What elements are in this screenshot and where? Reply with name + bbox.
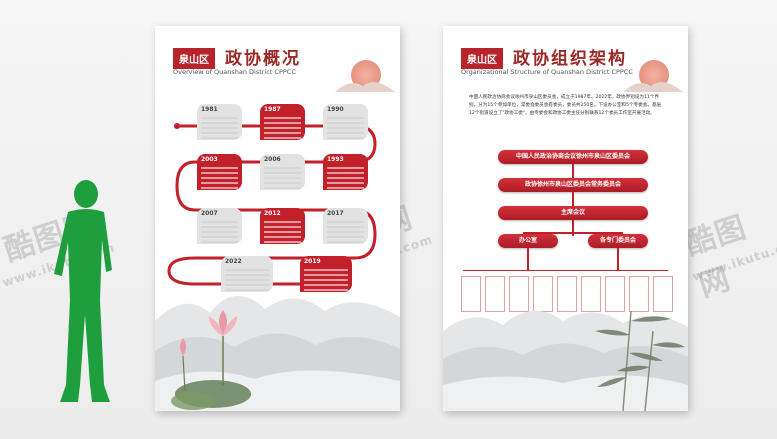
person-silhouette (54, 180, 112, 402)
org-node-committee: 中国人民政治协商会议徐州市泉山区委员会 (498, 150, 648, 164)
org-connector (523, 232, 623, 234)
timeline-card: 2019 (300, 256, 352, 292)
district-tag: 泉山区 (173, 48, 215, 69)
timeline-card: 2007 (197, 208, 242, 244)
org-node-standing-committee: 政协徐州市泉山区委员会常务委员会 (498, 178, 648, 192)
org-sub-box (581, 276, 601, 312)
org-structure-poster: 泉山区 政协组织架构 Organizational Structure of Q… (443, 26, 688, 411)
poster-title: 政协组织架构 (513, 49, 627, 69)
org-sub-box (485, 276, 505, 312)
org-node-special-committees: 各专门委员会 (588, 234, 648, 248)
org-sub-box (557, 276, 577, 312)
timeline-card: 1981 (197, 104, 242, 140)
org-connector (572, 164, 574, 180)
overview-poster: 泉山区 政协概况 Overview of Quanshan District C… (155, 26, 400, 411)
org-connector (572, 220, 574, 236)
timeline-card: 2022 (221, 256, 273, 292)
poster-subtitle: Organizational Structure of Quanshan Dis… (461, 68, 633, 76)
timeline-card: 2017 (323, 208, 368, 244)
org-connector (617, 248, 619, 270)
org-connector (527, 248, 529, 270)
timeline-card: 1987 (260, 104, 305, 140)
org-node-office: 办公室 (498, 234, 558, 248)
poster-subtitle: Overview of Quanshan District CPPCC (173, 68, 296, 76)
timeline-card: 2006 (260, 154, 305, 190)
district-tag: 泉山区 (461, 48, 503, 69)
intro-paragraph: 中国人民政治协商会议徐州市泉山区委员会，成立于1987年。2022年，政协界别设… (469, 95, 662, 116)
timeline-card: 2003 (197, 154, 242, 190)
org-connector (463, 270, 668, 271)
org-sub-box (533, 276, 553, 312)
bamboo-decoration (595, 310, 685, 411)
timeline-card: 1990 (323, 104, 368, 140)
org-sub-box (509, 276, 529, 312)
org-connector (572, 192, 574, 208)
hill-decoration (335, 82, 395, 92)
org-node-chair-meeting: 主席会议 (498, 206, 648, 220)
org-sub-box (605, 276, 625, 312)
timeline-card: 1993 (323, 154, 368, 190)
timeline-card: 2012 (260, 208, 305, 244)
org-sub-box (653, 276, 673, 312)
ink-mountains (443, 310, 688, 411)
poster-title: 政协概况 (225, 49, 301, 69)
hill-decoration (623, 82, 683, 92)
lotus-decoration (171, 310, 251, 410)
org-sub-box (461, 276, 481, 312)
org-sub-box (629, 276, 649, 312)
